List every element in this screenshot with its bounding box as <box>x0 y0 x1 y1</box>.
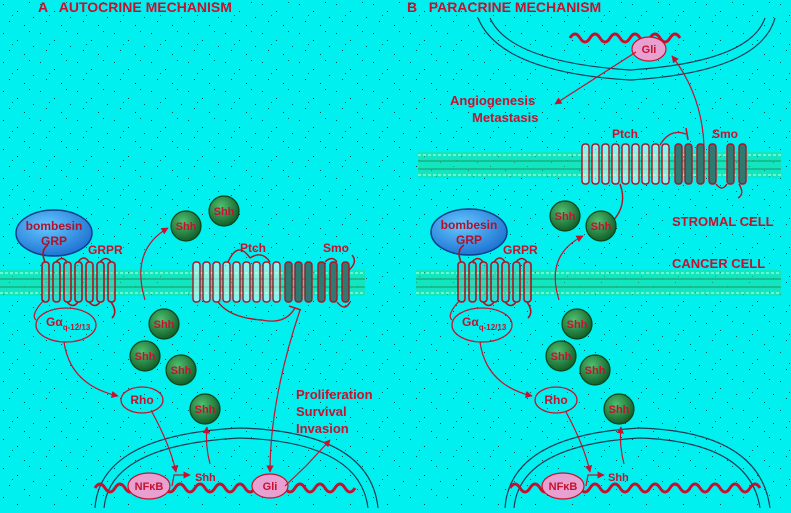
shh-gene-label: Shh <box>195 472 216 484</box>
panel-b: B PARACRINE MECHANISM Gli Angiogenesis M… <box>407 0 781 509</box>
smo-receptor <box>284 254 356 308</box>
rho-protein <box>120 386 164 414</box>
smo-receptor-b <box>674 143 747 199</box>
panel-b-arrows <box>449 51 705 487</box>
shh-ligands-panel-b: Shh Shh Shh Shh Shh Shh <box>545 200 635 425</box>
svg-text:Shh: Shh <box>154 319 175 331</box>
svg-text:Shh: Shh <box>214 206 235 218</box>
grpr-receptor-b <box>457 244 532 319</box>
svg-text:Shh: Shh <box>609 404 630 416</box>
grpr-label-b: GRPR <box>503 243 538 257</box>
ptch-smo-inhibition <box>261 307 296 322</box>
panel-a-membrane <box>0 270 365 296</box>
g-alpha-label: Gαq-12/13 <box>46 315 91 332</box>
panel-a-title: A AUTOCRINE MECHANISM <box>38 0 232 15</box>
shh-ligands-panel-a: Shh Shh Shh Shh Shh Shh <box>129 195 240 425</box>
nfkb-panel-a <box>127 472 171 500</box>
svg-text:Shh: Shh <box>551 351 572 363</box>
cancer-nucleus <box>504 427 771 509</box>
svg-text:Survival: Survival <box>296 404 347 419</box>
nfkb-label: NFκB <box>135 481 164 493</box>
stromal-dna <box>568 32 682 44</box>
svg-text:Proliferation: Proliferation <box>296 387 373 402</box>
grp-label: GRP <box>41 234 67 248</box>
svg-text:Shh: Shh <box>555 211 576 223</box>
svg-text:Shh: Shh <box>135 351 156 363</box>
gli-label: Gli <box>263 481 278 493</box>
bombesin-grp-ligand <box>15 209 93 257</box>
svg-text:bombesin: bombesin <box>441 218 498 232</box>
shh-gene-label-b: Shh <box>608 472 629 484</box>
rho-label: Rho <box>130 393 153 407</box>
g-alpha-label-b: Gαq-12/13 <box>462 315 507 332</box>
gli-top-label: Gli <box>642 44 657 56</box>
gli-panel-b <box>631 36 667 62</box>
ptch-receptor <box>192 249 281 321</box>
stromal-cell-label: STROMAL CELL <box>672 214 774 229</box>
svg-text:NFκB: NFκB <box>549 481 578 493</box>
rho-protein-b <box>534 386 578 414</box>
angiogenesis-label: Angiogenesis <box>450 93 535 108</box>
svg-text:GRP: GRP <box>456 233 482 247</box>
smo-label-b: Smo <box>712 127 738 141</box>
ptch-label-b: Ptch <box>612 127 638 141</box>
gli-panel-a <box>251 473 289 499</box>
panel-a-outcomes: Proliferation Survival Invasion <box>296 387 373 436</box>
svg-text:Shh: Shh <box>195 404 216 416</box>
ptch-label: Ptch <box>240 241 266 255</box>
svg-text:Shh: Shh <box>176 221 197 233</box>
panel-a: A AUTOCRINE MECHANISM bombesin GRP GRPR <box>0 0 379 509</box>
svg-text:Shh: Shh <box>567 319 588 331</box>
bombesin-label: bombesin <box>26 219 83 233</box>
nfkb-panel-b <box>541 472 585 500</box>
cancer-cell-label: CANCER CELL <box>672 256 765 271</box>
panel-a-arrows <box>33 227 331 487</box>
bombesin-grp-ligand-b <box>430 208 508 256</box>
g-alpha-protein-b <box>451 307 513 343</box>
svg-text:Shh: Shh <box>171 365 192 377</box>
stromal-nucleus <box>477 17 776 81</box>
svg-text:Invasion: Invasion <box>296 421 349 436</box>
metastasis-label: Metastasis <box>472 110 538 125</box>
svg-text:Rho: Rho <box>544 393 567 407</box>
panel-a-nucleus <box>94 427 379 509</box>
smo-label: Smo <box>323 241 349 255</box>
g-alpha-protein <box>35 307 97 343</box>
grpr-label: GRPR <box>88 243 123 257</box>
svg-text:Shh: Shh <box>591 221 612 233</box>
grpr-receptor <box>41 244 116 319</box>
cancer-membrane <box>416 270 781 296</box>
svg-text:Shh: Shh <box>585 365 606 377</box>
panel-b-title: B PARACRINE MECHANISM <box>407 0 601 15</box>
